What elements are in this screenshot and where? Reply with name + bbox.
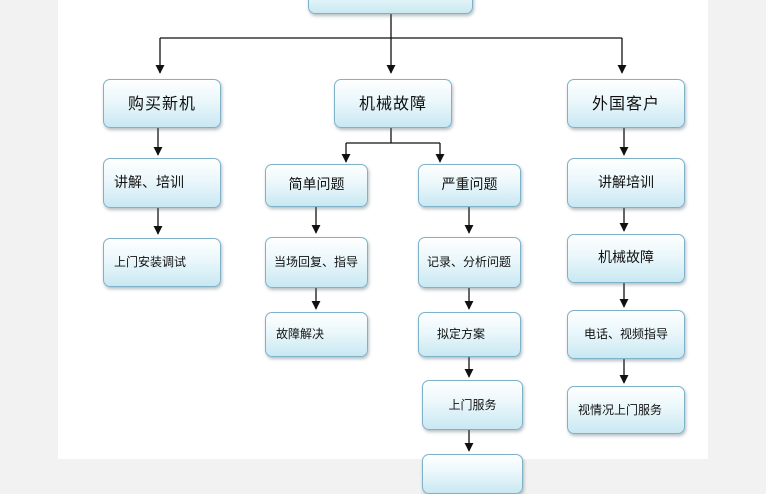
node-foreign-customer: 外国客户 — [567, 79, 685, 128]
node-label: 拟定方案 — [437, 327, 486, 342]
node-label: 购买新机 — [127, 93, 196, 113]
node-label: 讲解、培训 — [114, 174, 184, 191]
node-label: 机械故障 — [358, 93, 427, 113]
node-label: 上门服务 — [448, 397, 497, 412]
node-label: 机械故障 — [598, 250, 654, 267]
node-b3-step-3: 电话、视频指导 — [567, 310, 685, 359]
node-label: 当场回复、指导 — [274, 255, 359, 270]
node-sa-step-2: 故障解决 — [265, 312, 368, 357]
node-label: 上门安装调试 — [114, 255, 187, 270]
node-simple-issue: 简单问题 — [265, 164, 368, 207]
node-label: 严重问题 — [441, 177, 498, 194]
node-b3-step-1: 讲解培训 — [567, 158, 685, 208]
node-label: 记录、分析问题 — [427, 255, 512, 270]
connector-lines — [153, 12, 629, 452]
node-label: 故障解决 — [276, 327, 325, 342]
node-purchase-new: 购买新机 — [103, 79, 221, 128]
node-label: 简单问题 — [288, 177, 345, 194]
node-sa-step-1: 当场回复、指导 — [265, 237, 368, 288]
node-serious-issue: 严重问题 — [418, 164, 521, 207]
node-b1-step-1: 讲解、培训 — [103, 158, 221, 208]
top-node — [308, 0, 473, 14]
diagram-canvas — [58, 0, 708, 459]
node-sb-step-1: 记录、分析问题 — [418, 237, 521, 288]
node-sb-step-2: 拟定方案 — [418, 312, 521, 357]
node-mechanical-fault: 机械故障 — [334, 79, 452, 128]
node-label: 讲解培训 — [598, 174, 654, 191]
node-b3-step-4: 视情况上门服务 — [567, 386, 685, 434]
node-label: 电话、视频指导 — [583, 327, 668, 342]
node-b1-step-2: 上门安装调试 — [103, 238, 221, 287]
node-sb-step-4 — [422, 454, 523, 494]
node-b3-step-2: 机械故障 — [567, 234, 685, 283]
node-sb-step-3: 上门服务 — [422, 380, 523, 430]
node-label: 外国客户 — [591, 93, 660, 113]
node-label: 视情况上门服务 — [578, 402, 663, 417]
